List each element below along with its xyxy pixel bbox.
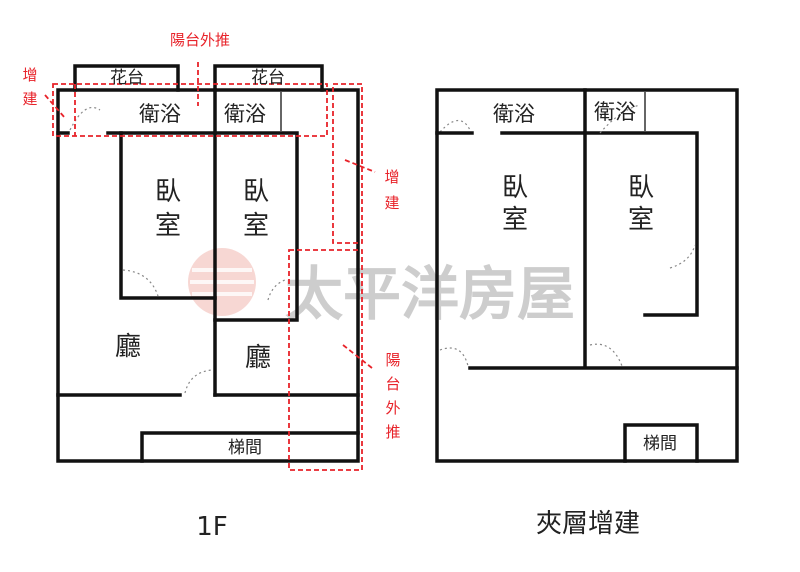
mezz-room-bedroom-right: 室 — [628, 205, 654, 235]
room-bedroom-left: 臥 — [155, 177, 181, 207]
balcony-extension-label-right: 外 — [385, 399, 400, 417]
mezz-room-bedroom-left: 臥 — [502, 173, 528, 203]
room-stairs: 梯間 — [228, 438, 262, 458]
mezz-room-stairs: 梯間 — [643, 434, 677, 454]
mezz-room-bedroom-left: 室 — [502, 205, 528, 235]
plan-mezzanine-walls — [435, 88, 739, 463]
watermark-logo — [188, 248, 256, 316]
room-living-left: 廳 — [115, 332, 141, 362]
room-bedroom-right: 臥 — [243, 177, 269, 207]
watermark-text: 太平洋房屋 — [285, 260, 575, 328]
addon-label-right: 增 — [384, 168, 399, 186]
room-flower-left: 花台 — [110, 68, 144, 88]
addon-label-right: 建 — [384, 194, 399, 212]
room-bath-right: 衛浴 — [224, 102, 266, 126]
balcony-extension-label-right: 推 — [385, 423, 400, 441]
balcony-extension-label-right: 台 — [385, 375, 400, 393]
caption-1f: 1F — [196, 512, 228, 542]
room-bath-left: 衛浴 — [139, 102, 181, 126]
plan-1f-walls — [56, 64, 471, 463]
balcony-extension-label-right: 陽 — [385, 351, 400, 369]
room-bedroom-left: 室 — [155, 211, 181, 241]
room-bedroom-right: 室 — [243, 211, 269, 241]
addon-label-left: 建 — [22, 90, 37, 108]
room-flower-right: 花台 — [251, 68, 285, 88]
mezz-room-bath-left: 衛浴 — [493, 102, 535, 126]
mezz-room-bedroom-right: 臥 — [628, 173, 654, 203]
balcony-extension-label-top: 陽台外推 — [170, 31, 230, 49]
room-living-right: 廳 — [245, 343, 271, 373]
addon-label-left: 增 — [22, 66, 37, 84]
caption-mezzanine: 夾層增建 — [536, 509, 640, 539]
mezz-room-bath-right: 衛浴 — [594, 100, 636, 124]
addon-annotations — [44, 62, 376, 471]
